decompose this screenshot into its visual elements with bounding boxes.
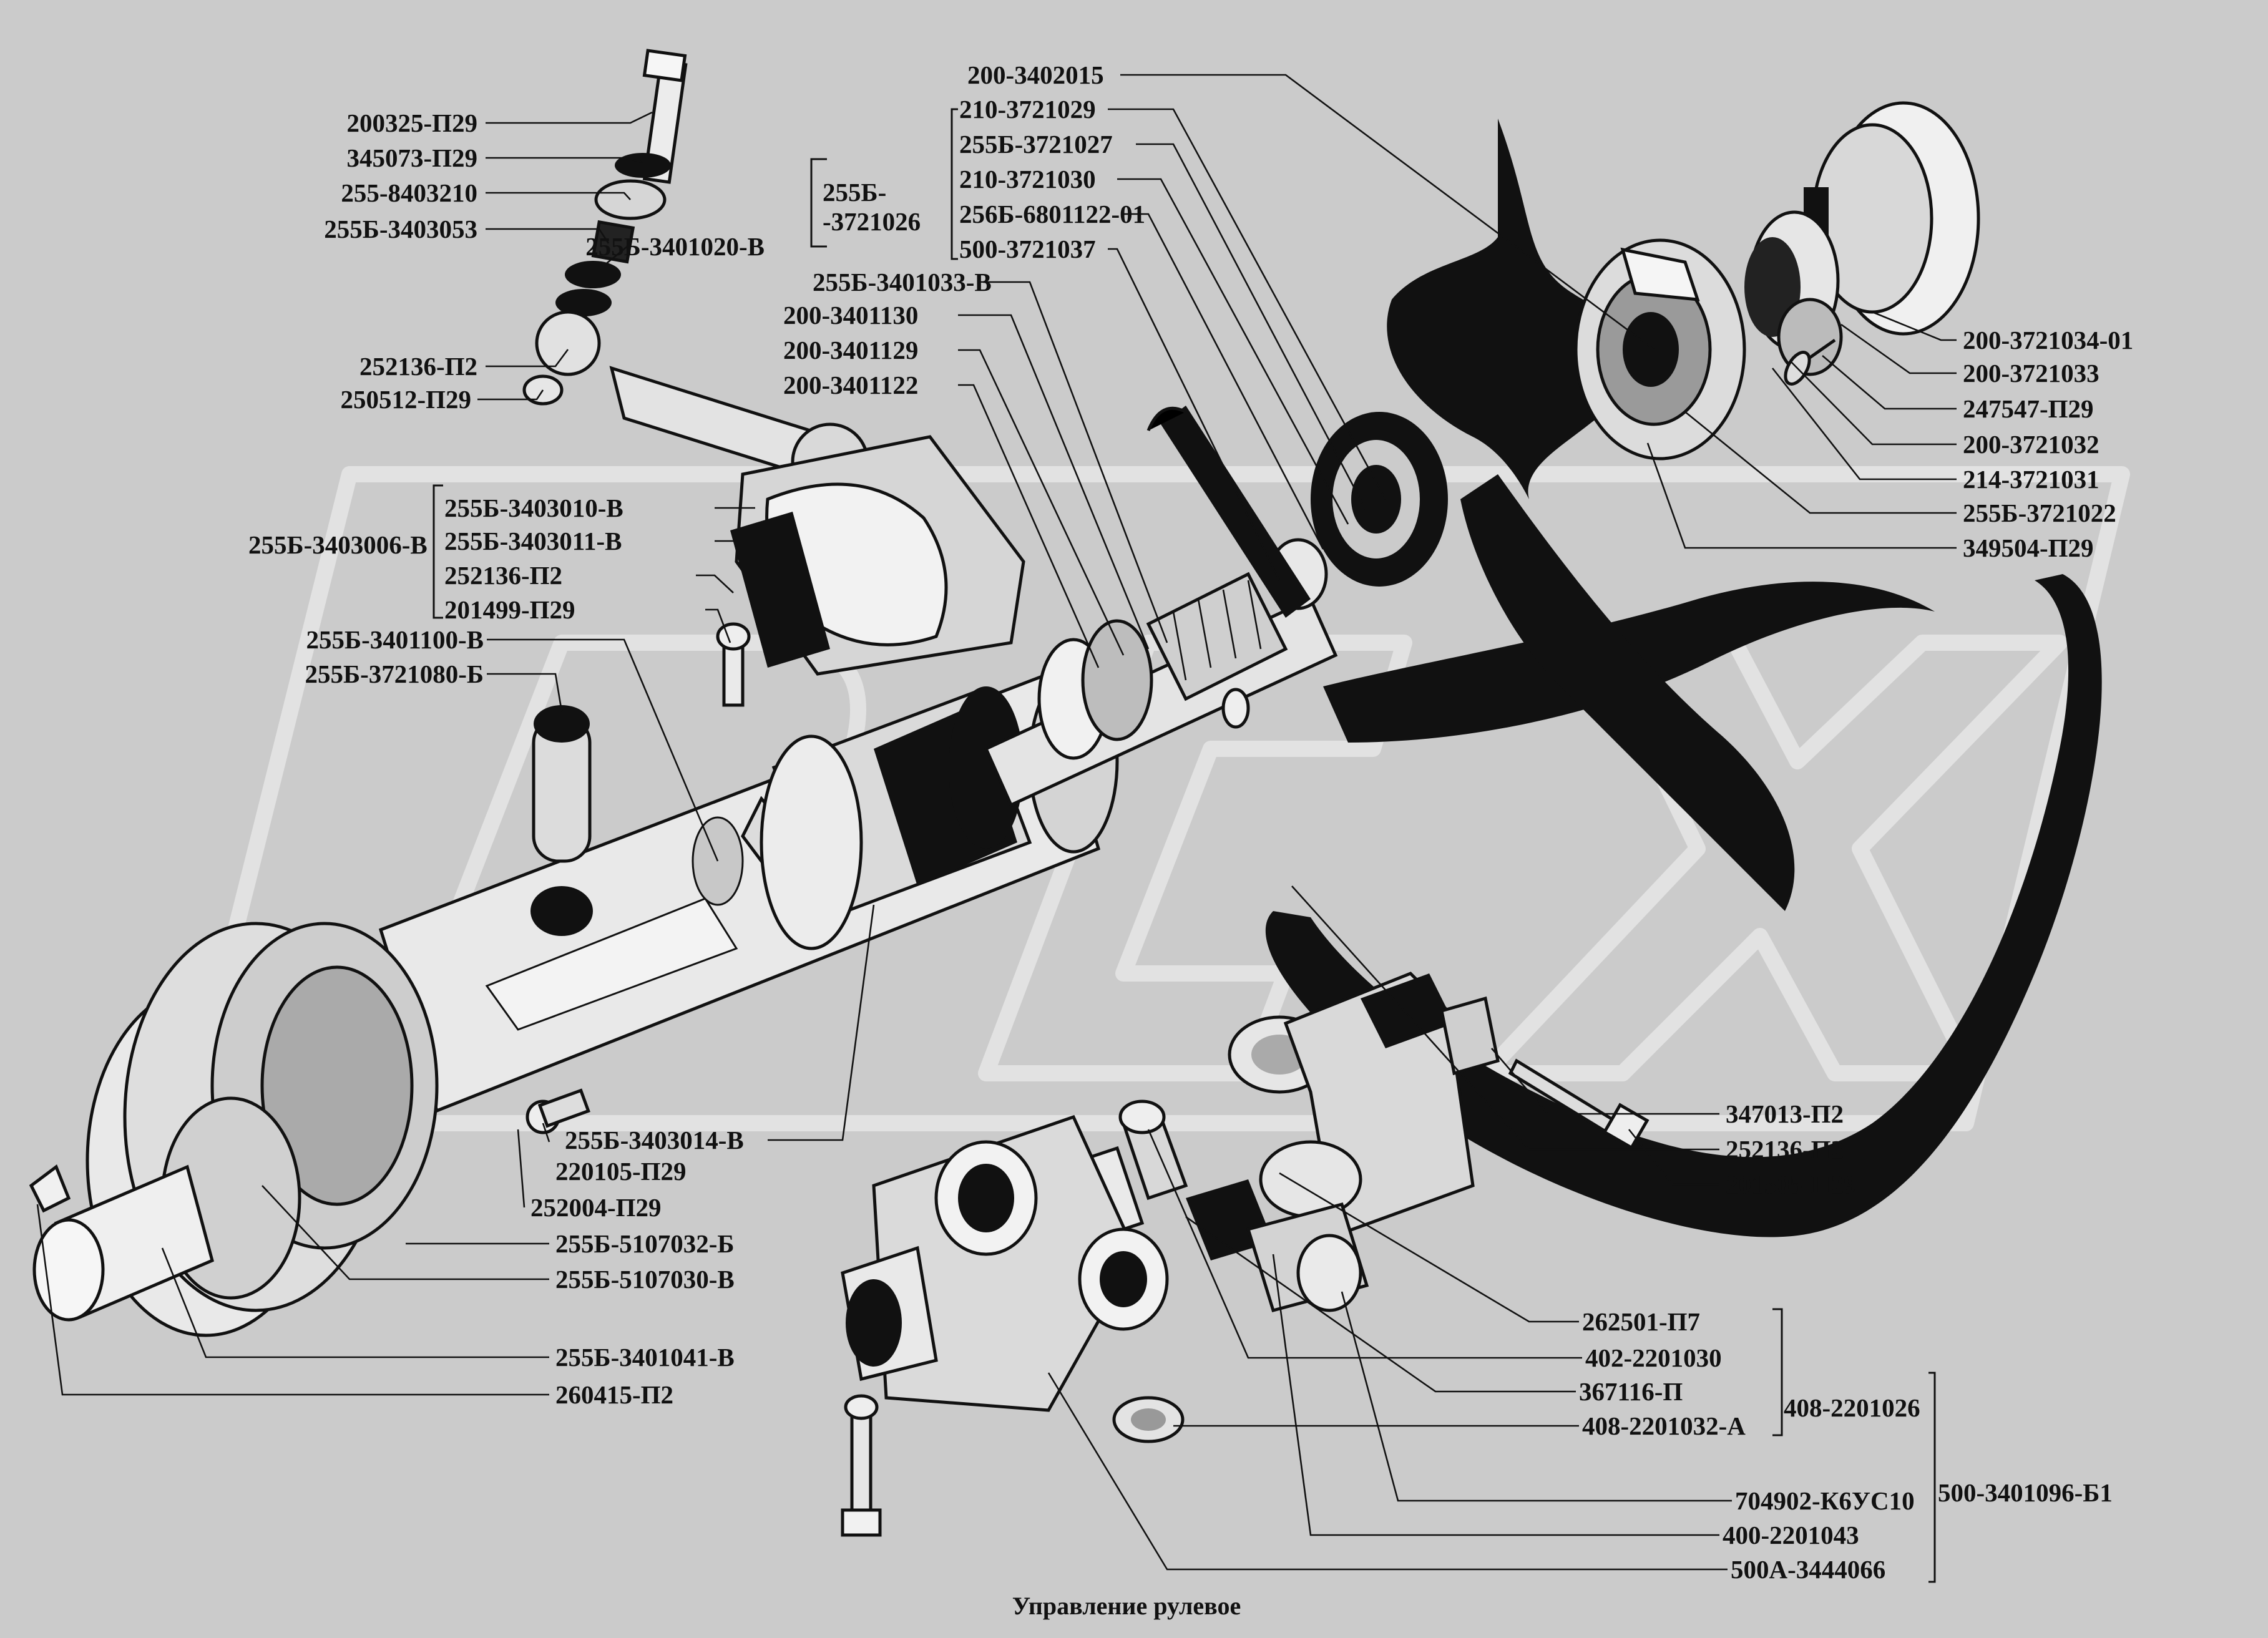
upper-bushing — [760, 686, 1032, 950]
label-500a-3444066: 500А-3444066 — [1731, 1555, 1885, 1584]
leader-lines — [36, 74, 1957, 1571]
label-255b-3401100-v: 255Б-3401100-В — [306, 625, 484, 654]
label-220105-p29: 220105-П29 — [555, 1157, 687, 1186]
diagram-title: Управление рулевое — [1012, 1592, 1241, 1620]
universal-joint — [841, 972, 1650, 1537]
label-262501-p7: 262501-П7 — [1582, 1307, 1700, 1336]
part-labels: 200325-П29 345073-П29 255-8403210 255Б-3… — [248, 61, 2133, 1584]
label-255b-3401020-v: 255Б-3401020-В — [585, 232, 765, 261]
label-200-3401122: 200-3401122 — [783, 371, 918, 399]
horn-button-assembly — [1574, 101, 1980, 461]
small-parts — [525, 351, 1811, 1134]
label-200-3402015: 200-3402015 — [967, 61, 1104, 89]
label-252136-p2-mid: 252136-П2 — [444, 561, 562, 590]
label-255b-group-line1: 255Б- — [823, 178, 886, 207]
label-255b-3721022: 255Б-3721022 — [1963, 499, 2116, 527]
label-255b-group-line2: -3721026 — [823, 207, 921, 236]
label-255b-5107032-b: 255Б-5107032-Б — [555, 1229, 735, 1258]
label-255b-3403006-v: 255Б-3403006-В — [248, 530, 428, 559]
label-200-3401130: 200-3401130 — [783, 301, 918, 329]
label-200325-p29: 200325-П29 — [346, 109, 477, 137]
label-255b-3403011-v: 255Б-3403011-В — [444, 527, 622, 555]
label-255b-3403014-v: 255Б-3403014-В — [565, 1126, 744, 1154]
label-255b-3401041-v: 255Б-3401041-В — [555, 1343, 735, 1372]
label-200-3721032: 200-3721032 — [1963, 430, 2099, 459]
label-210-3721029: 210-3721029 — [959, 95, 1096, 124]
label-250512-p29: 250512-П29 — [340, 385, 471, 414]
label-247547-p29: 247547-П29 — [1963, 394, 2094, 423]
label-200-3721034-01: 200-3721034-01 — [1963, 326, 2133, 354]
label-367116-p: 367116-П — [1579, 1377, 1683, 1406]
brackets — [433, 108, 1936, 1583]
label-260415-p2: 260415-П2 — [555, 1380, 673, 1409]
label-255b-3403053: 255Б-3403053 — [324, 215, 477, 243]
label-408-2201026: 408-2201026 — [1784, 1393, 1920, 1422]
label-200-3721033: 200-3721033 — [1963, 359, 2099, 388]
column-clamp — [609, 366, 1025, 676]
label-347013-p2: 347013-П2 — [1726, 1099, 1844, 1128]
label-252004-p29: 252004-П29 — [530, 1193, 662, 1222]
mounting-flange — [29, 922, 439, 1337]
label-255b-3401033-v: 255Б-3401033-В — [813, 268, 992, 296]
label-704902-k6us10: 704902-К6УС10 — [1735, 1486, 1915, 1515]
label-400-2201043: 400-2201043 — [1723, 1521, 1859, 1549]
label-349504-p29: 349504-П29 — [1963, 534, 2094, 562]
label-345073-p29: 345073-П29 — [346, 144, 477, 172]
label-210-3721030: 210-3721030 — [959, 165, 1096, 193]
label-500-3401096-b1: 500-3401096-Б1 — [1938, 1478, 2113, 1507]
label-214-3721031: 214-3721031 — [1963, 465, 2099, 494]
label-255b-5107030-v: 255Б-5107030-В — [555, 1265, 735, 1294]
label-252136-p2-bottom: 252136-П2 — [1726, 1135, 1844, 1164]
label-201505-p29: 201505-П29 — [1726, 1170, 1857, 1199]
label-255b-3721080-b: 255Б-3721080-Б — [305, 660, 484, 688]
label-255-8403210: 255-8403210 — [341, 178, 477, 207]
label-252136-p2-top: 252136-П2 — [359, 352, 477, 381]
label-402-2201030: 402-2201030 — [1585, 1343, 1722, 1372]
label-408-2201032-a: 408-2201032-А — [1582, 1411, 1746, 1440]
clamp-bolt-stack — [522, 49, 688, 406]
label-255b-3403010-v: 255Б-3403010-В — [444, 494, 623, 522]
label-500-3721037: 500-3721037 — [959, 235, 1096, 263]
label-200-3401129: 200-3401129 — [783, 336, 918, 364]
steering-shaft — [984, 406, 1338, 807]
label-255b-3721027: 255Б-3721027 — [959, 130, 1113, 158]
label-201499-p29: 201499-П29 — [444, 595, 575, 624]
label-256b-6801122-01: 256Б-6801122-01 — [959, 200, 1145, 228]
